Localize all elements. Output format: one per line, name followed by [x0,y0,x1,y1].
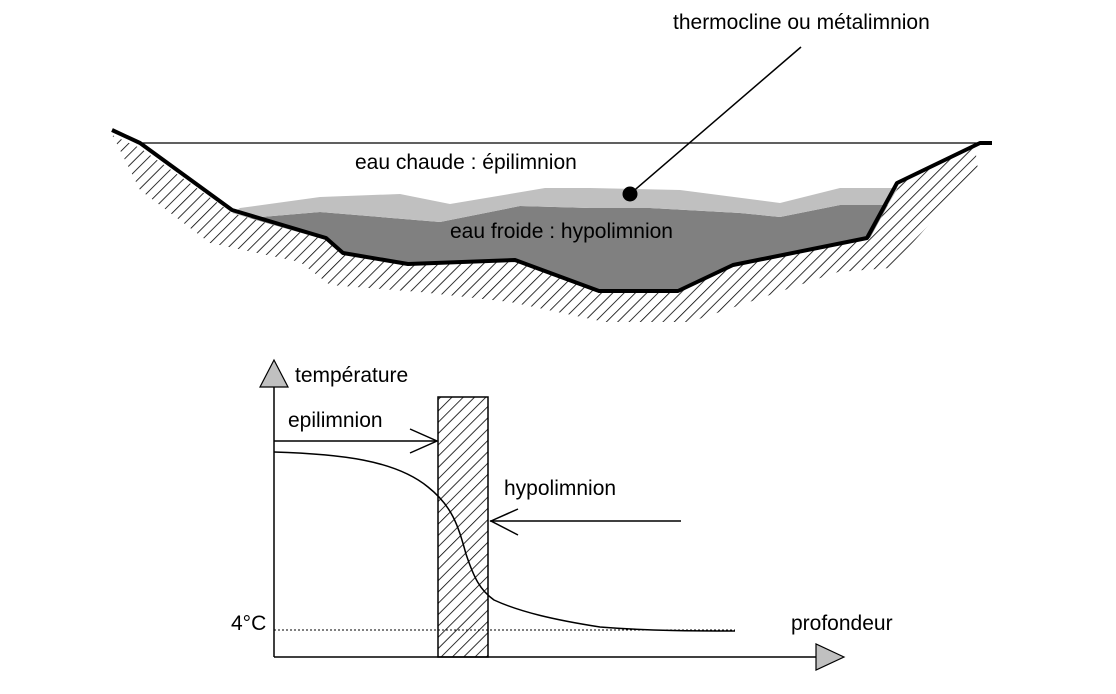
soil-hatching [112,135,978,322]
hypolimnion-arrow-head [489,508,519,536]
x-axis-arrow-head [815,643,846,671]
graph-epilimnion-label: epilimnion [288,409,383,432]
hypolimnion-water-label: eau froide : hypolimnion [450,220,673,243]
y-axis-label: température [295,364,408,387]
reference-temp-label: 4°C [231,612,266,635]
lake-bed [111,128,992,293]
thermocline-marker-dot [622,186,638,202]
x-axis-label: profondeur [791,612,893,635]
thermocline-pointer-line [629,46,802,195]
y-axis-arrow-head [259,358,289,388]
epilimnion-arrow-head [409,428,439,454]
thermocline-label: thermocline ou métalimnion [673,11,930,34]
epilimnion-water-label: eau chaude : épilimnion [355,151,577,174]
lake-cross-section: thermocline ou métalimnion eau chaude : … [111,11,992,322]
thermocline-band [232,188,898,222]
temperature-profile-graph: température profondeur epilimnion hypoli… [231,358,893,671]
temperature-curve [273,451,736,632]
graph-hypolimnion-label: hypolimnion [504,477,616,500]
hypolimnion-water [232,205,888,290]
thermocline-zone [437,396,489,658]
